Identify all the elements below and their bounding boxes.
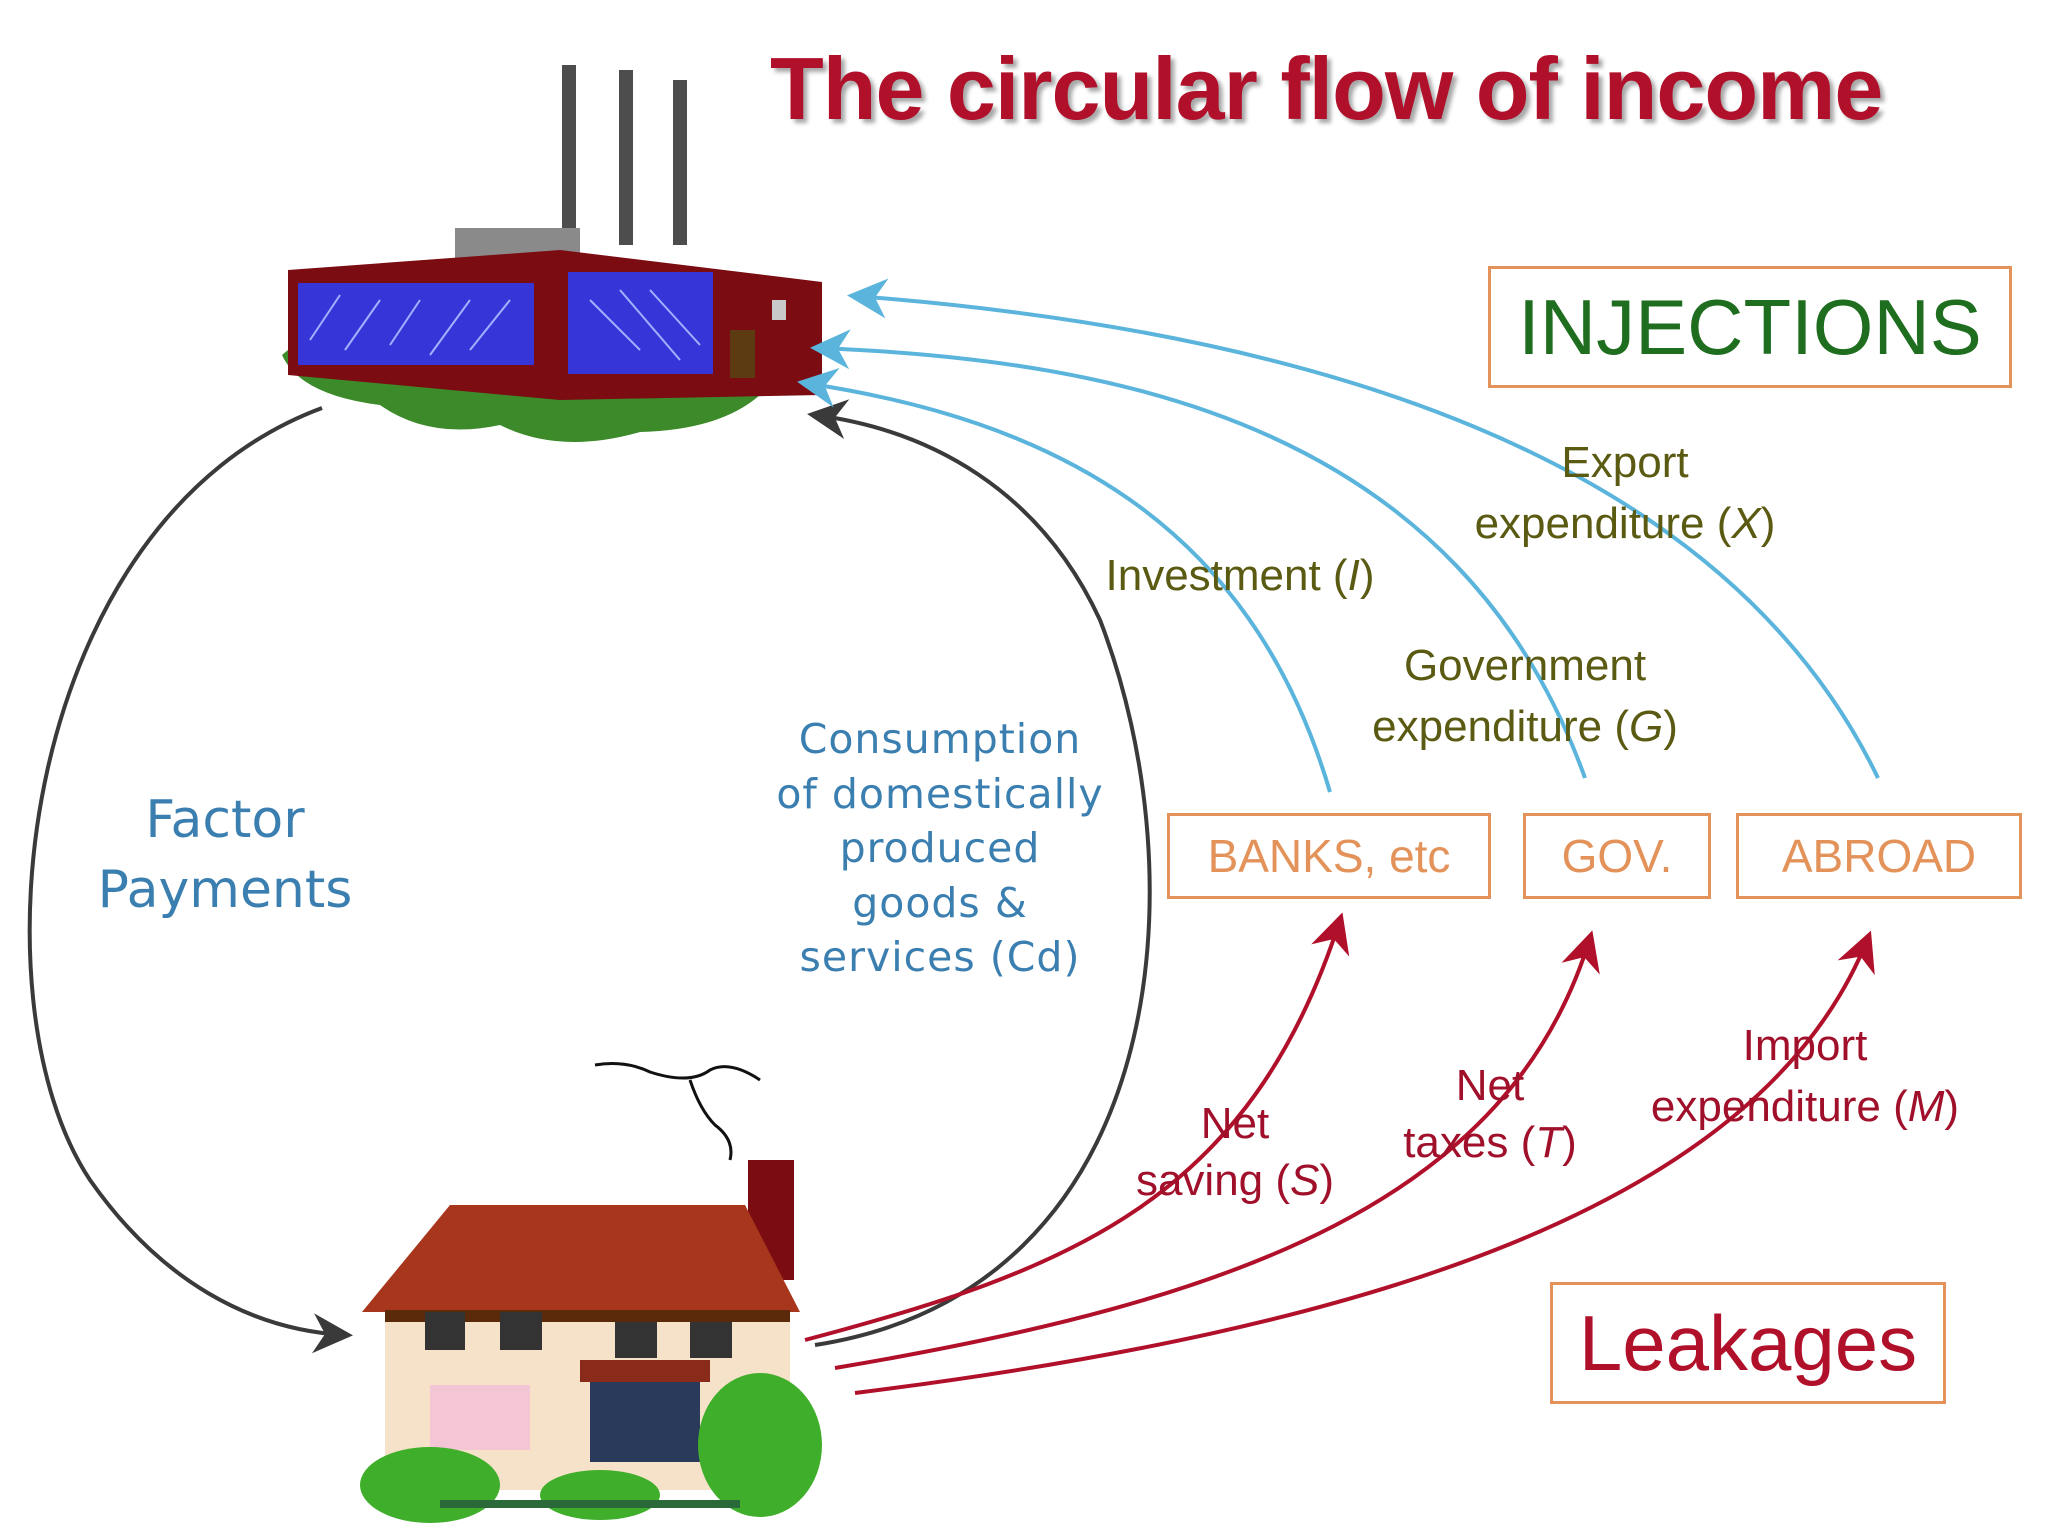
factory-icon (282, 65, 822, 442)
consumption-line5: services (Cd) (799, 933, 1081, 982)
taxes-line2: taxes (T) (1403, 1118, 1577, 1168)
export-expenditure-label: Export expenditure (X) (1430, 433, 1820, 554)
net-taxes-label: Net taxes (T) (1370, 1057, 1610, 1171)
consumption-line1: Consumption (798, 715, 1082, 763)
net-saving-label: Net saving (S) (1105, 1095, 1365, 1209)
factor-payments-arrow (27, 406, 353, 1354)
consumption-line3: produced (839, 824, 1041, 873)
leakages-box: Leakages (1550, 1282, 1946, 1404)
gov-box: GOV. (1523, 813, 1711, 899)
investment-label: Investment (I) (1105, 551, 1375, 600)
import-expenditure-label: Import expenditure (M) (1610, 1016, 2000, 1137)
saving-arrow (804, 912, 1350, 1342)
import-line2: expenditure (M) (1650, 1081, 1960, 1131)
government-arrow (810, 329, 1587, 779)
investment-arrow (797, 368, 1332, 793)
export-arrow (847, 278, 1880, 779)
consumption-line2: of domestically (776, 769, 1104, 818)
import-arrow (854, 930, 1875, 1395)
abroad-box: ABROAD (1736, 813, 2022, 899)
factor-payments-label: Factor Payments (70, 785, 380, 925)
taxes-arrow (834, 930, 1600, 1370)
consumption-label: Consumption of domestically produced goo… (740, 712, 1140, 985)
consumption-line4: goods & (852, 878, 1028, 927)
export-line1: Export (1561, 438, 1689, 487)
factor-payments-line2: Payments (97, 860, 353, 921)
factor-payments-line1: Factor (145, 790, 305, 850)
diagram-title: The circular flow of income (770, 39, 1883, 138)
government-expenditure-label: Government expenditure (G) (1335, 636, 1715, 757)
taxes-line1: Net (1455, 1061, 1525, 1110)
import-line1: Import (1742, 1021, 1868, 1070)
consumption-arrow (807, 399, 1152, 1347)
export-line2: expenditure (X) (1474, 498, 1776, 548)
saving-line2: saving (S) (1135, 1156, 1335, 1206)
banks-box: BANKS, etc (1167, 813, 1491, 899)
government-line2: expenditure (G) (1372, 701, 1678, 751)
house-icon (360, 1062, 822, 1523)
saving-line1: Net (1200, 1099, 1270, 1148)
government-line1: Government (1403, 641, 1647, 690)
injections-box: INJECTIONS (1488, 266, 2012, 388)
